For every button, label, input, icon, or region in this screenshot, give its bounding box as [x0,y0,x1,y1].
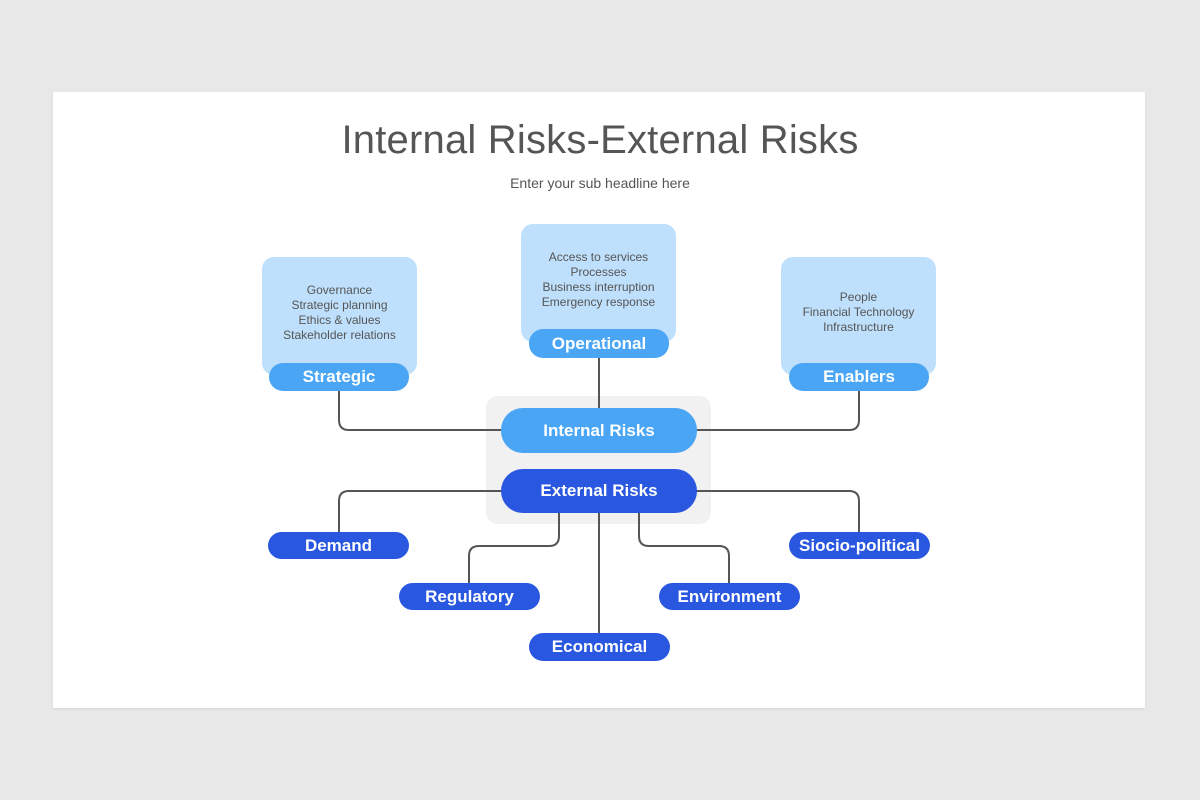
operational-items: Access to services Processes Business in… [542,250,655,310]
enablers-label[interactable]: Enablers [789,363,929,391]
connector-regulatory [468,512,560,583]
strategic-item: Strategic planning [291,298,388,312]
strategic-item: Governance [306,283,373,297]
connector-demand [338,490,502,532]
enablers-item: Financial Technology [802,305,915,319]
external-risks-node[interactable]: External Risks [501,469,697,513]
enablers-item: Infrastructure [823,320,894,334]
operational-item: Emergency response [541,295,656,309]
connector-sociopolitical [696,490,860,532]
economical-node[interactable]: Economical [529,633,670,661]
demand-node[interactable]: Demand [268,532,409,559]
enablers-item: People [839,290,878,304]
enablers-card: People Financial Technology Infrastructu… [781,257,936,375]
page-title: Internal Risks-External Risks [341,118,859,162]
connector-enablers [696,390,860,431]
strategic-item: Ethics & values [298,313,381,327]
internal-risks-node[interactable]: Internal Risks [501,408,697,453]
connector-environment [638,512,730,583]
strategic-items: Governance Strategic planning Ethics & v… [283,283,396,343]
operational-item: Business interruption [542,280,655,294]
strategic-label[interactable]: Strategic [269,363,409,391]
environment-node[interactable]: Environment [659,583,800,610]
operational-card: Access to services Processes Business in… [521,224,676,342]
operational-label[interactable]: Operational [529,329,669,358]
operational-item: Processes [570,265,627,279]
strategic-item: Stakeholder relations [283,328,396,342]
connector-strategic [338,390,502,431]
sociopolitical-node[interactable]: Siocio-political [789,532,930,559]
page-subtitle: Enter your sub headline here [510,175,690,191]
enablers-items: People Financial Technology Infrastructu… [803,290,915,335]
regulatory-node[interactable]: Regulatory [399,583,540,610]
strategic-card: Governance Strategic planning Ethics & v… [262,257,417,375]
operational-item: Access to services [548,250,649,264]
